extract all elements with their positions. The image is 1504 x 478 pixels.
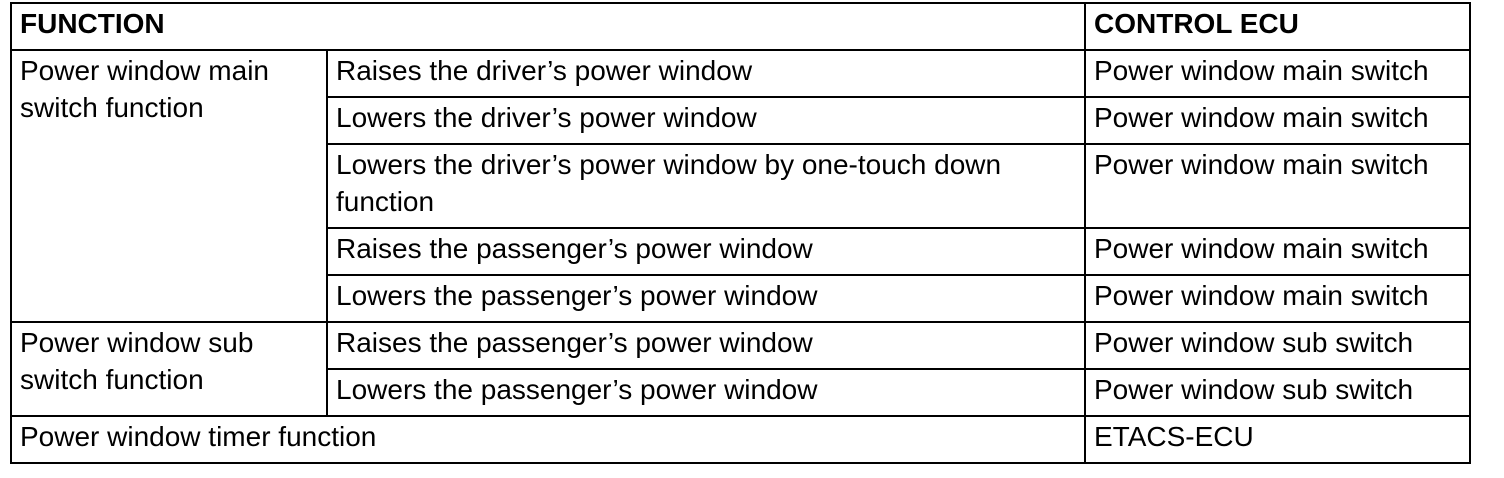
table-row: Raises the passenger’s power window Powe… bbox=[11, 227, 1471, 276]
description-cell: Raises the driver’s power window bbox=[326, 49, 1086, 98]
ecu-cell: Power window sub switch bbox=[1084, 321, 1471, 370]
ecu-cell: ETACS-ECU bbox=[1084, 415, 1471, 464]
table-row: Power window timer function ETACS-ECU bbox=[10, 415, 1471, 464]
description-cell: Lowers the driver’s power window bbox=[326, 96, 1086, 145]
ecu-cell: Power window main switch bbox=[1084, 274, 1471, 323]
function-cell-main-switch: Power window main switch function bbox=[10, 49, 328, 323]
description-cell: Lowers the driver’s power window by one-… bbox=[326, 143, 1086, 229]
description-cell: Raises the passenger’s power window bbox=[326, 321, 1086, 370]
ecu-cell: Power window main switch bbox=[1084, 227, 1471, 276]
table-row: Lowers the passenger’s power window Powe… bbox=[11, 368, 1471, 417]
function-cell-timer: Power window timer function bbox=[10, 415, 1086, 464]
header-row: FUNCTION CONTROL ECU bbox=[10, 2, 1471, 51]
ecu-cell: Power window main switch bbox=[1084, 96, 1471, 145]
description-cell: Lowers the passenger’s power window bbox=[326, 368, 1086, 417]
function-table: FUNCTION CONTROL ECU Power window main s… bbox=[10, 2, 1471, 464]
header-control-ecu: CONTROL ECU bbox=[1084, 2, 1471, 51]
table-row: Power window main switch function Raises… bbox=[10, 49, 1471, 323]
ecu-cell: Power window sub switch bbox=[1084, 368, 1471, 417]
function-cell-sub-switch: Power window sub switch function bbox=[10, 321, 328, 417]
table-row: Power window sub switch function Raises … bbox=[10, 321, 1471, 417]
header-function: FUNCTION bbox=[10, 2, 1086, 51]
table-row: Lowers the driver’s power window by one-… bbox=[11, 143, 1471, 229]
table-row: Lowers the passenger’s power window Powe… bbox=[11, 274, 1471, 323]
description-cell: Lowers the passenger’s power window bbox=[326, 274, 1086, 323]
description-cell: Raises the passenger’s power window bbox=[326, 227, 1086, 276]
ecu-cell: Power window main switch bbox=[1084, 143, 1471, 229]
table-row: Lowers the driver’s power window Power w… bbox=[11, 96, 1471, 145]
ecu-cell: Power window main switch bbox=[1084, 49, 1471, 98]
